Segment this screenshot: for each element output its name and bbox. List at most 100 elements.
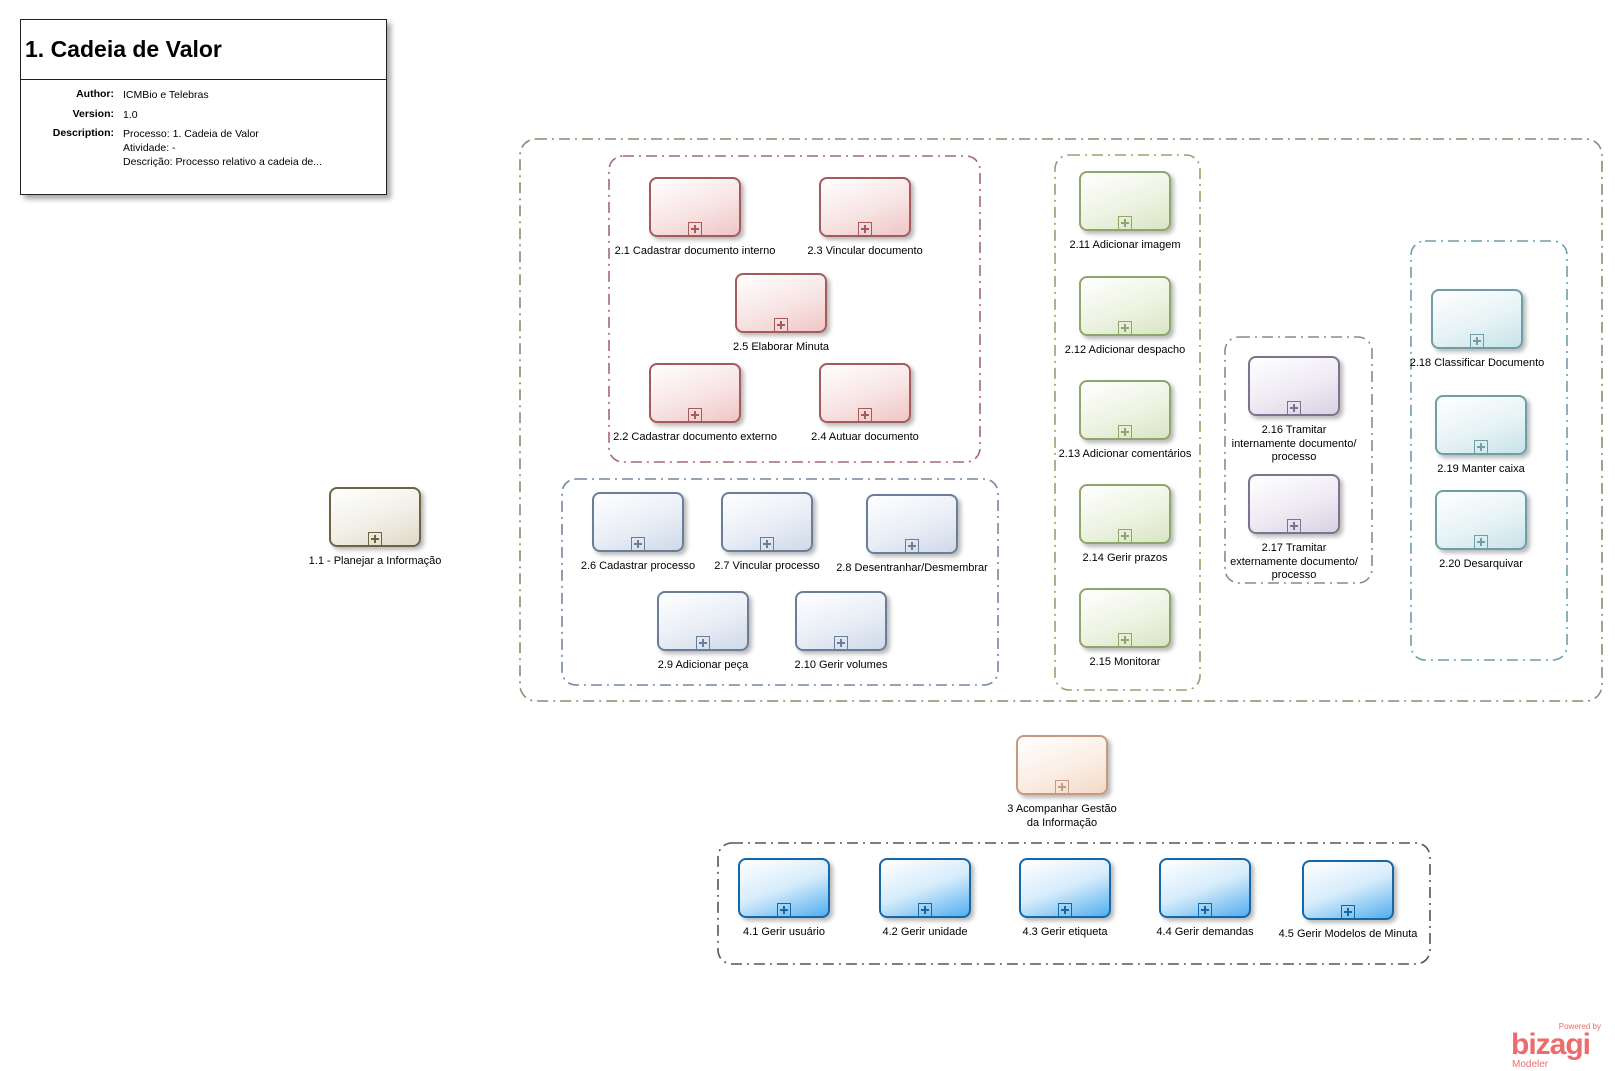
bizagi-logo: Powered by bizagi Modeler <box>1511 1022 1601 1070</box>
task-2-2-box[interactable] <box>649 363 741 423</box>
task-2-6-box[interactable] <box>592 492 684 552</box>
subprocess-plus-icon[interactable] <box>1287 519 1301 533</box>
task-2-17-box[interactable] <box>1248 474 1340 534</box>
subprocess-plus-icon[interactable] <box>1341 905 1355 919</box>
subprocess-plus-icon[interactable] <box>1118 529 1132 543</box>
task-2-6-label: 2.6 Cadastrar processo <box>580 560 696 572</box>
task-2-9-box[interactable] <box>657 591 749 651</box>
task-2-9-label: 2.9 Adicionar peça <box>657 659 749 671</box>
subprocess-plus-icon[interactable] <box>1118 633 1132 647</box>
description-label: Description: <box>52 127 114 139</box>
task-2-3-box[interactable] <box>819 177 911 237</box>
task-2-1-label: 2.1 Cadastrar documento interno <box>614 245 776 257</box>
subprocess-plus-icon[interactable] <box>688 408 702 422</box>
task-2-4-label: 2.4 Autuar documento <box>811 431 919 443</box>
task-2-20-label: 2.20 Desarquivar <box>1439 558 1523 570</box>
subprocess-plus-icon[interactable] <box>1118 216 1132 230</box>
task-2-3-label: 2.3 Vincular documento <box>807 245 923 257</box>
subprocess-plus-icon[interactable] <box>834 636 848 650</box>
subprocess-plus-icon[interactable] <box>368 532 382 546</box>
task-2-20-box[interactable] <box>1435 490 1527 550</box>
task-2-16-box[interactable] <box>1248 356 1340 416</box>
group-documentos <box>608 155 981 463</box>
task-2-18-box[interactable] <box>1431 289 1523 349</box>
task-4-3-label: 4.3 Gerir etiqueta <box>1022 926 1108 938</box>
subprocess-plus-icon[interactable] <box>1287 401 1301 415</box>
logo-product: Modeler <box>1512 1059 1549 1070</box>
task-2-4-box[interactable] <box>819 363 911 423</box>
task-2-11-label: 2.11 Adicionar imagem <box>1069 239 1181 251</box>
task-2-14-box[interactable] <box>1079 484 1171 544</box>
task-2-13-box[interactable] <box>1079 380 1171 440</box>
subprocess-plus-icon[interactable] <box>760 537 774 551</box>
task-2-10-label: 2.10 Gerir volumes <box>794 659 888 671</box>
task-2-8-label: 2.8 Desentranhar/Desmembrar <box>836 562 988 574</box>
task-2-13-label: 2.13 Adicionar comentários <box>1058 448 1192 460</box>
task-2-15-label: 2.15 Monitorar <box>1089 656 1161 668</box>
task-2-14-label: 2.14 Gerir prazos <box>1082 552 1168 564</box>
diagram-info-card: 1. Cadeia de Valor Author: ICMBio e Tele… <box>20 19 387 195</box>
description-value: Processo: 1. Cadeia de Valor Atividade: … <box>123 128 323 168</box>
subprocess-plus-icon[interactable] <box>1474 535 1488 549</box>
diagram-title: 1. Cadeia de Valor <box>21 20 386 80</box>
task-4-1-box[interactable] <box>738 858 830 918</box>
author-value: ICMBio e Telebras <box>123 89 209 101</box>
task-4-2-label: 4.2 Gerir unidade <box>882 926 968 938</box>
subprocess-plus-icon[interactable] <box>777 903 791 917</box>
subprocess-plus-icon[interactable] <box>1198 903 1212 917</box>
task-3-box[interactable] <box>1016 735 1108 795</box>
version-value: 1.0 <box>123 109 138 121</box>
subprocess-plus-icon[interactable] <box>858 222 872 236</box>
task-4-5-label: 4.5 Gerir Modelos de Minuta <box>1278 928 1418 940</box>
group-2-outer <box>519 138 1603 702</box>
logo-wordmark: bizagi <box>1511 1028 1591 1061</box>
logo-powered-text: Powered by <box>1558 1022 1601 1031</box>
task-2-11-box[interactable] <box>1079 171 1171 231</box>
subprocess-plus-icon[interactable] <box>631 537 645 551</box>
task-3-label: 3 Acompanhar Gestão da Informação <box>1007 803 1117 829</box>
task-4-5-box[interactable] <box>1302 860 1394 920</box>
task-1-1-label: 1.1 - Planejar a Informação <box>308 555 442 567</box>
task-2-8-box[interactable] <box>866 494 958 554</box>
task-2-12-box[interactable] <box>1079 276 1171 336</box>
subprocess-plus-icon[interactable] <box>905 539 919 553</box>
task-2-17-label: 2.17 Tramitar externamente documento/ pr… <box>1230 542 1358 581</box>
task-2-5-label: 2.5 Elaborar Minuta <box>733 341 829 353</box>
task-4-2-box[interactable] <box>879 858 971 918</box>
task-2-7-label: 2.7 Vincular processo <box>714 560 820 572</box>
task-2-12-label: 2.12 Adicionar despacho <box>1064 344 1186 356</box>
task-4-4-box[interactable] <box>1159 858 1251 918</box>
subprocess-plus-icon[interactable] <box>696 636 710 650</box>
task-2-7-box[interactable] <box>721 492 813 552</box>
task-2-1-box[interactable] <box>649 177 741 237</box>
subprocess-plus-icon[interactable] <box>1118 425 1132 439</box>
group-tramitar <box>1224 336 1373 584</box>
subprocess-plus-icon[interactable] <box>918 903 932 917</box>
task-2-19-box[interactable] <box>1435 395 1527 455</box>
task-4-4-label: 4.4 Gerir demandas <box>1156 926 1254 938</box>
task-2-15-box[interactable] <box>1079 588 1171 648</box>
task-2-19-label: 2.19 Manter caixa <box>1437 463 1525 475</box>
group-administracao <box>717 842 1431 965</box>
task-2-2-label: 2.2 Cadastrar documento externo <box>613 431 777 443</box>
subprocess-plus-icon[interactable] <box>774 318 788 332</box>
subprocess-plus-icon[interactable] <box>858 408 872 422</box>
group-acoes <box>1054 154 1201 691</box>
task-4-3-box[interactable] <box>1019 858 1111 918</box>
subprocess-plus-icon[interactable] <box>688 222 702 236</box>
author-label: Author: <box>76 88 114 100</box>
version-label: Version: <box>72 108 114 120</box>
group-arquivo <box>1410 240 1568 661</box>
subprocess-plus-icon[interactable] <box>1470 334 1484 348</box>
task-1-1-box[interactable] <box>329 487 421 547</box>
subprocess-plus-icon[interactable] <box>1055 780 1069 794</box>
task-2-10-box[interactable] <box>795 591 887 651</box>
subprocess-plus-icon[interactable] <box>1118 321 1132 335</box>
task-2-16-label: 2.16 Tramitar internamente documento/ pr… <box>1231 424 1357 463</box>
subprocess-plus-icon[interactable] <box>1058 903 1072 917</box>
task-4-1-label: 4.1 Gerir usuário <box>743 926 825 938</box>
task-2-5-box[interactable] <box>735 273 827 333</box>
subprocess-plus-icon[interactable] <box>1474 440 1488 454</box>
task-2-18-label: 2.18 Classificar Documento <box>1409 357 1545 369</box>
